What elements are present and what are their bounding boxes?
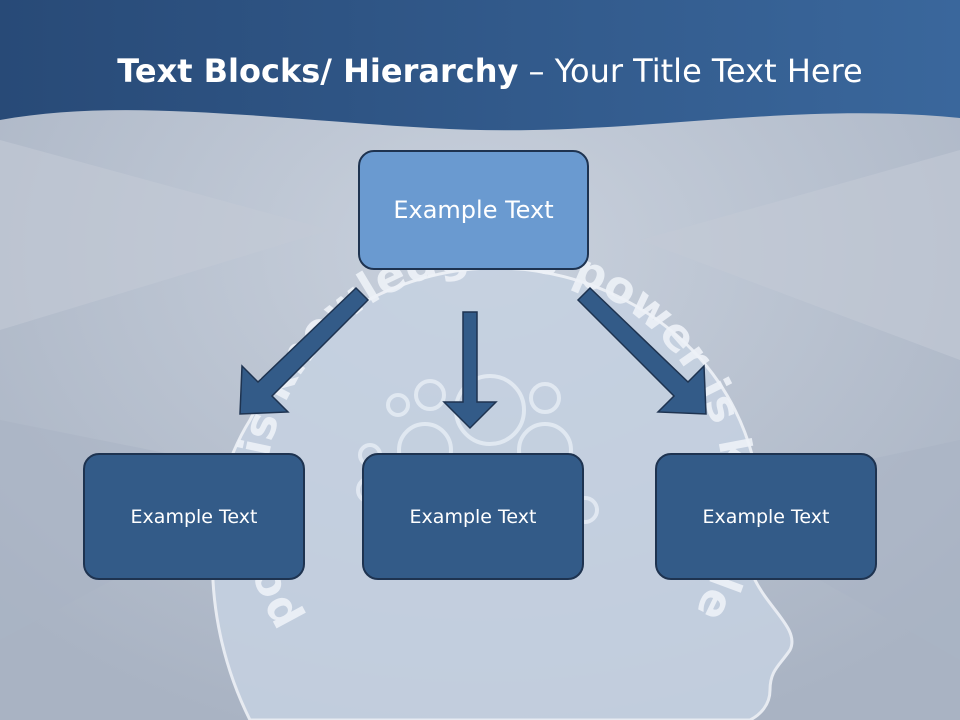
child-box-right[interactable]: Example Text xyxy=(655,453,877,580)
child-box-middle[interactable]: Example Text xyxy=(362,453,584,580)
title-rest: – Your Title Text Here xyxy=(518,52,863,90)
child-box-left[interactable]: Example Text xyxy=(83,453,305,580)
child-box-label: Example Text xyxy=(702,505,830,528)
title-bold: Text Blocks/ Hierarchy xyxy=(117,52,519,90)
top-box-label: Example Text xyxy=(393,196,554,224)
child-box-label: Example Text xyxy=(130,505,258,528)
top-box[interactable]: Example Text xyxy=(358,150,589,270)
page-title: Text Blocks/ Hierarchy – Your Title Text… xyxy=(0,52,960,90)
header-band xyxy=(0,0,960,131)
child-box-label: Example Text xyxy=(409,505,537,528)
